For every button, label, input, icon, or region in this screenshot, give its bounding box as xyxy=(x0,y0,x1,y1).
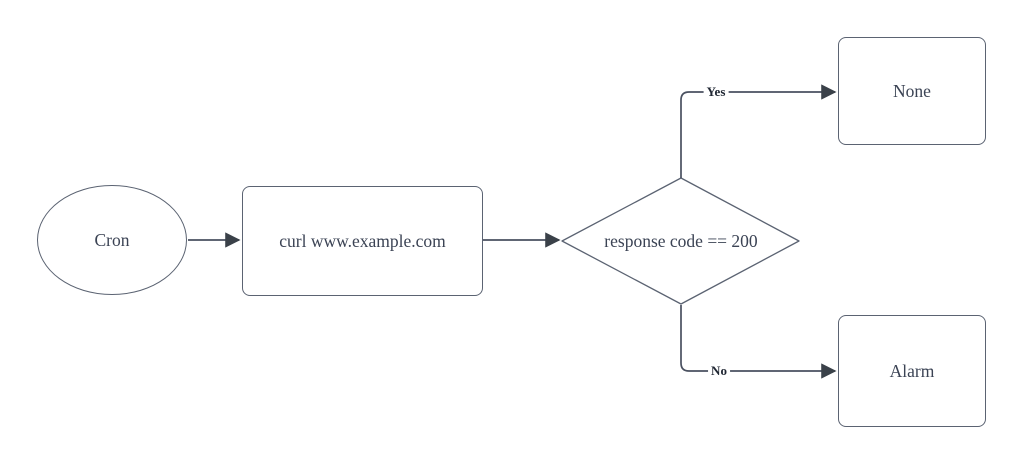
node-curl: curl www.example.com xyxy=(242,186,483,296)
node-none-label: None xyxy=(893,80,931,101)
edge-label-no: No xyxy=(708,363,730,379)
edge-decision-to-none xyxy=(680,84,837,178)
node-cron: Cron xyxy=(37,185,187,295)
node-curl-label: curl www.example.com xyxy=(279,230,446,251)
node-alarm-label: Alarm xyxy=(889,360,935,381)
node-cron-label: Cron xyxy=(94,229,130,250)
edge-label-yes: Yes xyxy=(703,84,729,100)
node-none: None xyxy=(838,37,986,145)
decision-diamond-shape xyxy=(561,177,800,305)
node-alarm: Alarm xyxy=(838,315,986,427)
edge-decision-to-alarm xyxy=(680,305,837,379)
